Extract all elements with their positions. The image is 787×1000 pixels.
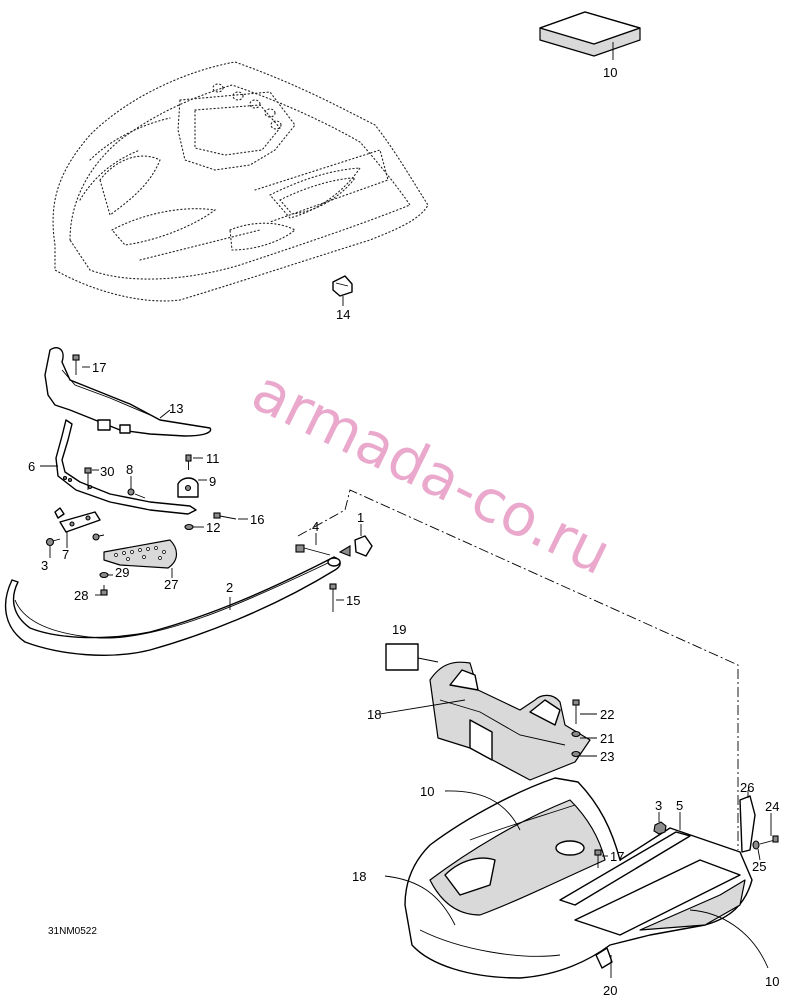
belly-pan-part-20 — [404, 777, 753, 979]
callout-1: 1 — [357, 510, 364, 525]
callout-10-top: 10 — [603, 65, 617, 80]
washer-part-29 — [99, 571, 109, 579]
screw-part-15 — [329, 583, 337, 612]
callout-12: 12 — [206, 520, 220, 535]
bracket-part-1 — [338, 535, 373, 557]
nut-part-12 — [184, 523, 194, 531]
callout-30: 30 — [100, 464, 114, 479]
screw-part-17-lower — [594, 849, 602, 868]
bracket-part-7 — [54, 507, 101, 533]
callout-18-lower: 18 — [352, 869, 366, 884]
callout-22: 22 — [600, 707, 614, 722]
bolt-part-4 — [295, 544, 331, 556]
bumper-part-2 — [4, 556, 341, 656]
callout-16: 16 — [250, 512, 264, 527]
screw-part-24 — [759, 835, 779, 845]
callout-15: 15 — [346, 593, 360, 608]
callout-21: 21 — [600, 731, 614, 746]
bracket-part-27 — [103, 539, 178, 569]
bracket-part-9 — [177, 477, 199, 498]
callout-24: 24 — [765, 799, 779, 814]
callout-19: 19 — [392, 622, 406, 637]
screw-part-17-top — [72, 354, 80, 375]
callout-11: 11 — [206, 451, 220, 466]
foam-block-part-10 — [539, 11, 641, 60]
bolt-part-30 — [84, 467, 92, 490]
watermark: armada-co.ru — [242, 356, 622, 588]
callout-2: 2 — [226, 580, 233, 595]
callout-10-lower: 10 — [765, 974, 779, 989]
washer-part-25 — [752, 840, 760, 850]
callout-8: 8 — [126, 462, 133, 477]
bolt-part-8 — [127, 481, 146, 499]
callout-10-mid: 10 — [420, 784, 434, 799]
callout-6: 6 — [28, 459, 35, 474]
diagram-code: 31NM0522 — [48, 926, 97, 937]
callout-3-right: 3 — [655, 798, 662, 813]
support-part-18-upper — [379, 661, 591, 781]
callout-20: 20 — [603, 983, 617, 998]
callout-labels: 10 14 17 13 6 30 8 11 9 16 12 7 3 29 27 … — [28, 65, 779, 998]
callout-29: 29 — [115, 565, 129, 580]
callout-28: 28 — [74, 588, 88, 603]
hood-outline — [52, 61, 429, 302]
callout-23: 23 — [600, 749, 614, 764]
callout-7: 7 — [62, 547, 69, 562]
callout-3-left: 3 — [41, 558, 48, 573]
callout-13: 13 — [169, 401, 183, 416]
clip-part-14 — [332, 275, 353, 297]
callout-4: 4 — [312, 519, 319, 534]
callout-14: 14 — [336, 307, 350, 322]
hardware-parts-21-23 — [571, 699, 581, 758]
screw-part-16 — [213, 512, 237, 520]
callout-9: 9 — [209, 474, 216, 489]
callout-17-lower: 17 — [610, 849, 624, 864]
callout-5: 5 — [676, 798, 683, 813]
frame-part-6 — [55, 419, 197, 515]
callout-17-top: 17 — [92, 360, 106, 375]
screw-part-3 — [45, 533, 105, 547]
callout-27: 27 — [164, 577, 178, 592]
rail-part-5 — [559, 831, 691, 906]
callout-18-upper: 18 — [367, 707, 381, 722]
support-rail-part-13 — [44, 346, 212, 437]
callout-26: 26 — [740, 780, 754, 795]
assembly-reference-line — [297, 489, 739, 850]
callout-25: 25 — [752, 859, 766, 874]
bolt-part-11 — [185, 454, 192, 470]
leader-lines — [40, 296, 772, 978]
nut-part-3-lower — [653, 821, 667, 835]
decal-part-19 — [385, 643, 439, 671]
bolt-part-28 — [100, 585, 108, 596]
